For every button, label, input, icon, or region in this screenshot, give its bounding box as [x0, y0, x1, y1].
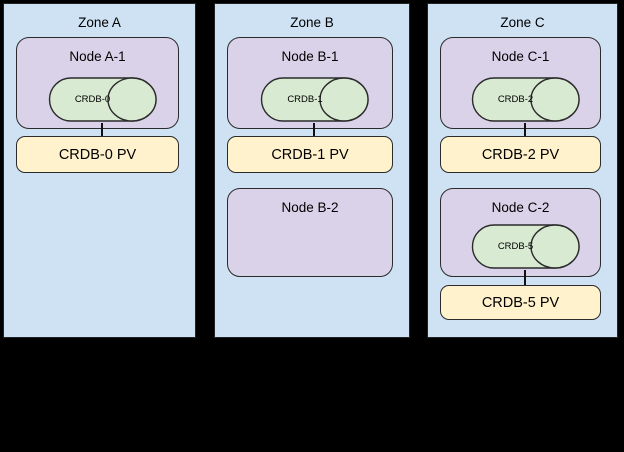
crdb-1-cylinder: CRDB-1 [260, 77, 370, 122]
zone-a-label: Zone A [78, 15, 121, 30]
node-b1-label: Node B-1 [281, 49, 339, 64]
node-c1: Node C-1 CRDB-2 [440, 37, 601, 129]
zone-a: Zone A Node A-1 CRDB-0 CRDB-0 PV [3, 3, 196, 338]
connector-line [523, 123, 526, 137]
connector-line [313, 123, 315, 137]
crdb-0-cylinder-label: CRDB-0 [74, 94, 111, 105]
crdb-1-pv: CRDB-1 PV [227, 136, 393, 173]
node-a1-label: Node A-1 [69, 49, 126, 64]
node-c1-label: Node C-1 [491, 49, 550, 64]
database-cylinder-icon [471, 224, 580, 269]
zone-b-label: Zone B [290, 15, 334, 30]
crdb-0-cylinder: CRDB-0 [48, 77, 158, 122]
crdb-5-cylinder: CRDB-5 [471, 224, 581, 269]
node-a1: Node A-1 CRDB-0 [16, 37, 179, 129]
connector-line [523, 270, 526, 286]
node-b2-label: Node B-2 [281, 200, 339, 215]
crdb-2-cylinder: CRDB-2 [471, 77, 581, 122]
crdb-2-cylinder-label: CRDB-2 [497, 94, 534, 105]
node-b2: Node B-2 [227, 188, 393, 277]
database-cylinder-icon [471, 77, 580, 122]
crdb-5-pv: CRDB-5 PV [440, 285, 601, 320]
crdb-2-pv: CRDB-2 PV [440, 136, 601, 173]
zone-b: Zone B Node B-1 CRDB-1 CRDB-1 PV Node B-… [214, 3, 410, 338]
node-c2-label: Node C-2 [491, 200, 550, 215]
database-cylinder-icon [48, 77, 157, 122]
node-b1: Node B-1 CRDB-1 [227, 37, 393, 129]
zone-c: Zone C Node C-1 CRDB-2 CRDB-2 PV Node C-… [427, 3, 618, 338]
crdb-5-cylinder-label: CRDB-5 [497, 241, 534, 252]
node-c2: Node C-2 CRDB-5 [440, 188, 601, 277]
crdb-0-pv: CRDB-0 PV [16, 136, 179, 173]
database-cylinder-icon [260, 77, 369, 122]
connector-line [100, 123, 103, 137]
crdb-1-cylinder-label: CRDB-1 [287, 94, 323, 105]
zone-c-label: Zone C [500, 15, 545, 30]
